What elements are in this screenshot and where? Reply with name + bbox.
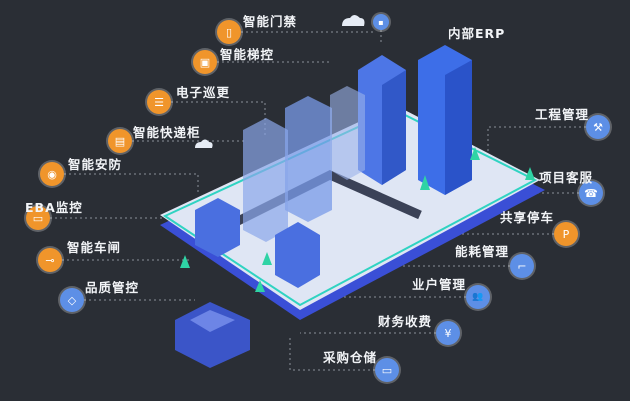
energy-glyph: ⌐ bbox=[517, 259, 527, 273]
label-finance: 财务收费 bbox=[378, 314, 433, 329]
label-quality-control: 品质管控 bbox=[85, 280, 140, 295]
label-residents: 业户管理 bbox=[412, 277, 467, 292]
patrol-icon[interactable]: ☰ bbox=[147, 90, 171, 114]
label-parcel-locker: 智能快递柜 bbox=[133, 125, 201, 140]
security-camera-icon[interactable]: ◉ bbox=[40, 162, 64, 186]
label-internal-erp: 内部ERP bbox=[448, 26, 506, 41]
customer-service-icon[interactable]: ☎ bbox=[579, 181, 603, 205]
energy-icon[interactable]: ⌐ bbox=[510, 254, 534, 278]
quality-diamond-icon[interactable]: ◇ bbox=[60, 288, 84, 312]
label-electronic-patrol: 电子巡更 bbox=[176, 85, 231, 100]
parking-icon[interactable]: P bbox=[554, 222, 578, 246]
elevator-glyph: ▣ bbox=[199, 55, 211, 69]
label-smart-door-access: 智能门禁 bbox=[243, 14, 298, 29]
parking-glyph: P bbox=[562, 227, 570, 241]
erp-icon[interactable]: ▪ bbox=[373, 14, 389, 30]
door-access-icon[interactable]: ▯ bbox=[217, 20, 241, 44]
residents-glyph: 👥 bbox=[472, 292, 484, 302]
monitor-glyph: ▭ bbox=[32, 211, 44, 225]
patrol-glyph: ☰ bbox=[154, 95, 164, 109]
elevator-icon[interactable]: ▣ bbox=[193, 50, 217, 74]
erp-glyph: ▪ bbox=[378, 17, 384, 27]
label-smart-gate: 智能车闸 bbox=[67, 240, 122, 255]
engineering-icon[interactable]: ⚒ bbox=[586, 115, 610, 139]
barrier-gate-icon[interactable]: ⊸ bbox=[38, 248, 62, 272]
security-glyph: ◉ bbox=[47, 167, 57, 181]
quality-glyph: ◇ bbox=[67, 293, 77, 307]
yuan-icon[interactable]: ¥ bbox=[436, 321, 460, 345]
engineering-glyph: ⚒ bbox=[593, 120, 603, 134]
label-customer-service: 项目客服 bbox=[539, 170, 594, 185]
warehouse-icon[interactable]: ▭ bbox=[375, 358, 399, 382]
parcel-locker-icon[interactable]: ▤ bbox=[108, 129, 132, 153]
label-eba-monitor: EBA监控 bbox=[25, 200, 83, 215]
label-smart-elevator: 智能梯控 bbox=[220, 47, 275, 62]
yuan-glyph: ¥ bbox=[444, 326, 452, 340]
label-smart-security: 智能安防 bbox=[68, 157, 123, 172]
door-access-glyph: ▯ bbox=[225, 25, 233, 39]
label-energy: 能耗管理 bbox=[455, 244, 510, 259]
cloud-icon bbox=[342, 15, 365, 26]
residents-icon[interactable]: 👥 bbox=[466, 285, 490, 309]
label-shared-parking: 共享停车 bbox=[500, 210, 555, 225]
label-engineering: 工程管理 bbox=[535, 107, 590, 122]
trees bbox=[180, 147, 535, 292]
monitor-icon[interactable]: ▭ bbox=[26, 206, 50, 230]
label-procurement: 采购仓储 bbox=[323, 350, 378, 365]
barrier-gate-glyph: ⊸ bbox=[45, 253, 55, 267]
warehouse-glyph: ▭ bbox=[381, 363, 393, 377]
buildings bbox=[175, 45, 472, 368]
connector-lines bbox=[50, 30, 586, 371]
parcel-locker-glyph: ▤ bbox=[114, 134, 126, 148]
customer-service-glyph: ☎ bbox=[584, 186, 598, 200]
cloud-icon bbox=[195, 139, 213, 148]
